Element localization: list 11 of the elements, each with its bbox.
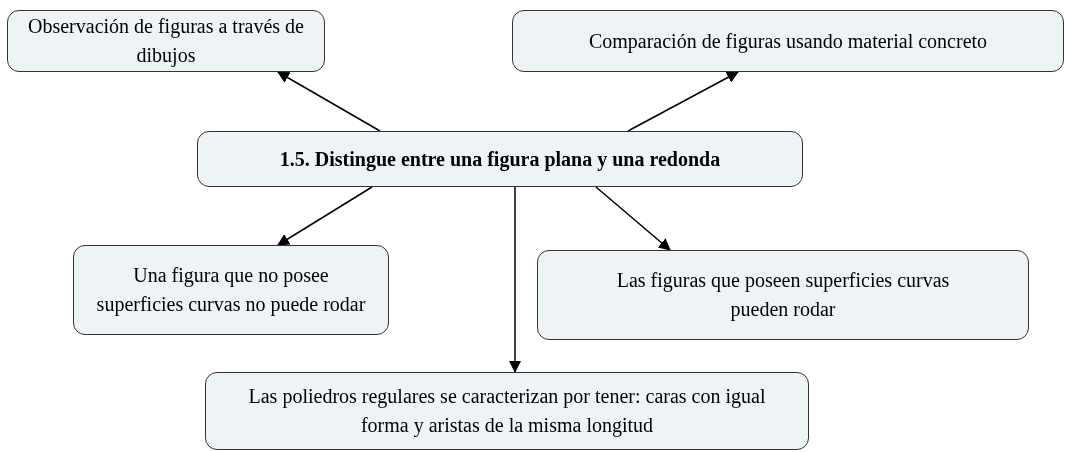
arrow bbox=[277, 186, 373, 246]
concept-box: Observación de figuras a través de dibujos bbox=[7, 10, 325, 72]
concept-box: Comparación de figuras usando material concreto bbox=[512, 10, 1064, 72]
arrow bbox=[277, 71, 381, 132]
concept-box: Las poliedros regulares se caracterizan por tener: caras con igual forma y aristas de la misma longitud bbox=[205, 372, 809, 450]
concept-box: Las figuras que poseen superficies curvas pueden rodar bbox=[537, 250, 1029, 340]
concept-box: 1.5. Distingue entre una figura plana y una redonda bbox=[197, 131, 803, 187]
concept-box: Una figura que no posee superficies curvas no puede rodar bbox=[73, 245, 389, 335]
arrow bbox=[627, 71, 739, 132]
arrow bbox=[595, 186, 671, 251]
arrow bbox=[509, 186, 521, 373]
